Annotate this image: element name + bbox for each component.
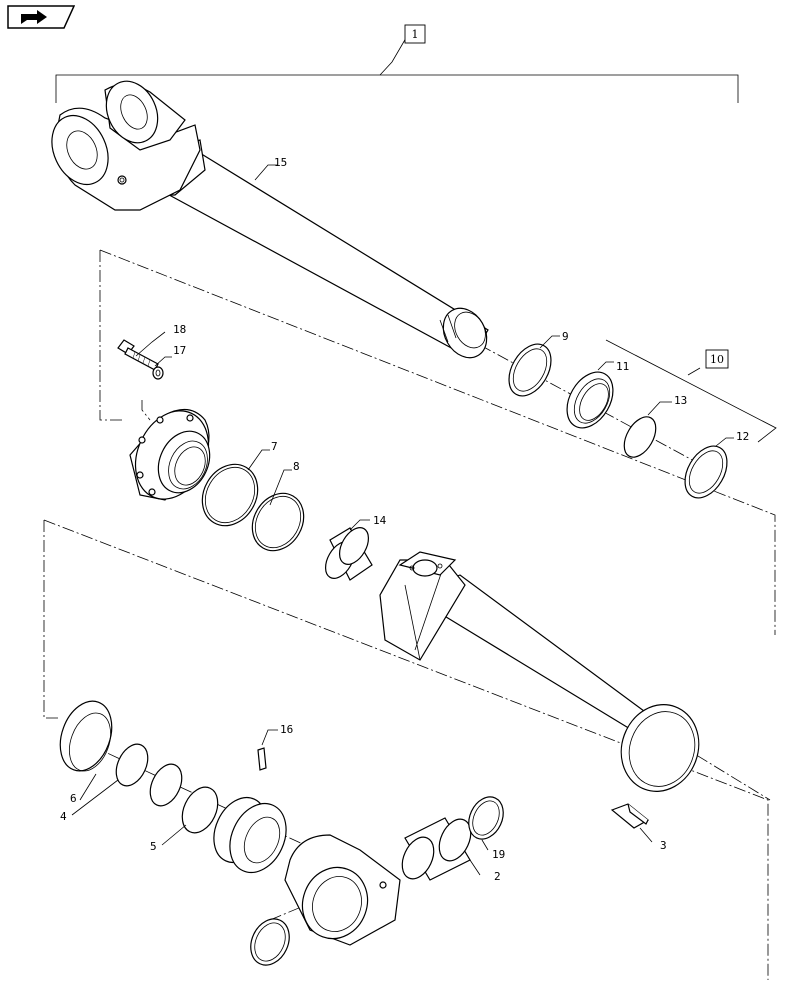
callout-16: 16	[280, 723, 293, 736]
seal-kit-bracket: 10	[605, 339, 777, 443]
callout-6: 6	[70, 792, 77, 805]
bolt-18	[117, 339, 159, 371]
callout-11: 11	[616, 360, 629, 373]
wear-ring-14	[324, 527, 373, 581]
seal-19	[468, 796, 504, 840]
callout-3: 3	[660, 839, 667, 852]
piston	[213, 796, 287, 874]
alignment-lines	[43, 249, 776, 980]
gland-head	[129, 409, 211, 501]
seal-5	[181, 786, 219, 834]
o-ring-7	[201, 463, 259, 527]
pin-16	[257, 747, 267, 771]
leader-lines	[71, 164, 734, 876]
washer-17	[152, 366, 164, 380]
callout-15: 15	[274, 156, 287, 169]
clip-3	[610, 803, 650, 829]
assembly-bracket: 1	[55, 24, 739, 103]
backup-ring-8	[251, 492, 305, 552]
callout-7: 7	[271, 440, 278, 453]
cylinder-barrel	[379, 551, 700, 792]
bottom-seal	[250, 918, 290, 966]
piston-rod-15	[51, 80, 489, 359]
callout-19: 19	[492, 848, 505, 861]
nav-forward-button[interactable]	[7, 5, 76, 29]
seal-11	[566, 371, 614, 429]
box-label-10: 10	[710, 353, 724, 366]
callout-17: 17	[173, 344, 186, 357]
base-end-cap	[284, 834, 401, 946]
callout-9: 9	[562, 330, 569, 343]
backup-ring-12	[684, 445, 728, 499]
callout-4: 4	[60, 810, 67, 823]
callout-labels: 15 18 17 7 8 14 9 11 13 12 16 6 4 5 19 2…	[60, 156, 749, 883]
wear-ring-6	[59, 700, 113, 772]
callout-18: 18	[173, 323, 186, 336]
callout-5: 5	[150, 840, 157, 853]
callout-2: 2	[494, 870, 501, 883]
bushing-2	[401, 817, 472, 881]
seal-9	[508, 343, 552, 397]
arrow-right-icon	[7, 5, 76, 29]
o-ring-13	[623, 416, 657, 458]
callout-13: 13	[674, 394, 687, 407]
seal-4	[115, 743, 149, 787]
callout-12: 12	[736, 430, 749, 443]
box-label-1: 1	[412, 28, 419, 41]
seal-4b	[149, 763, 183, 807]
callout-14: 14	[373, 514, 387, 527]
callout-8: 8	[293, 460, 300, 473]
